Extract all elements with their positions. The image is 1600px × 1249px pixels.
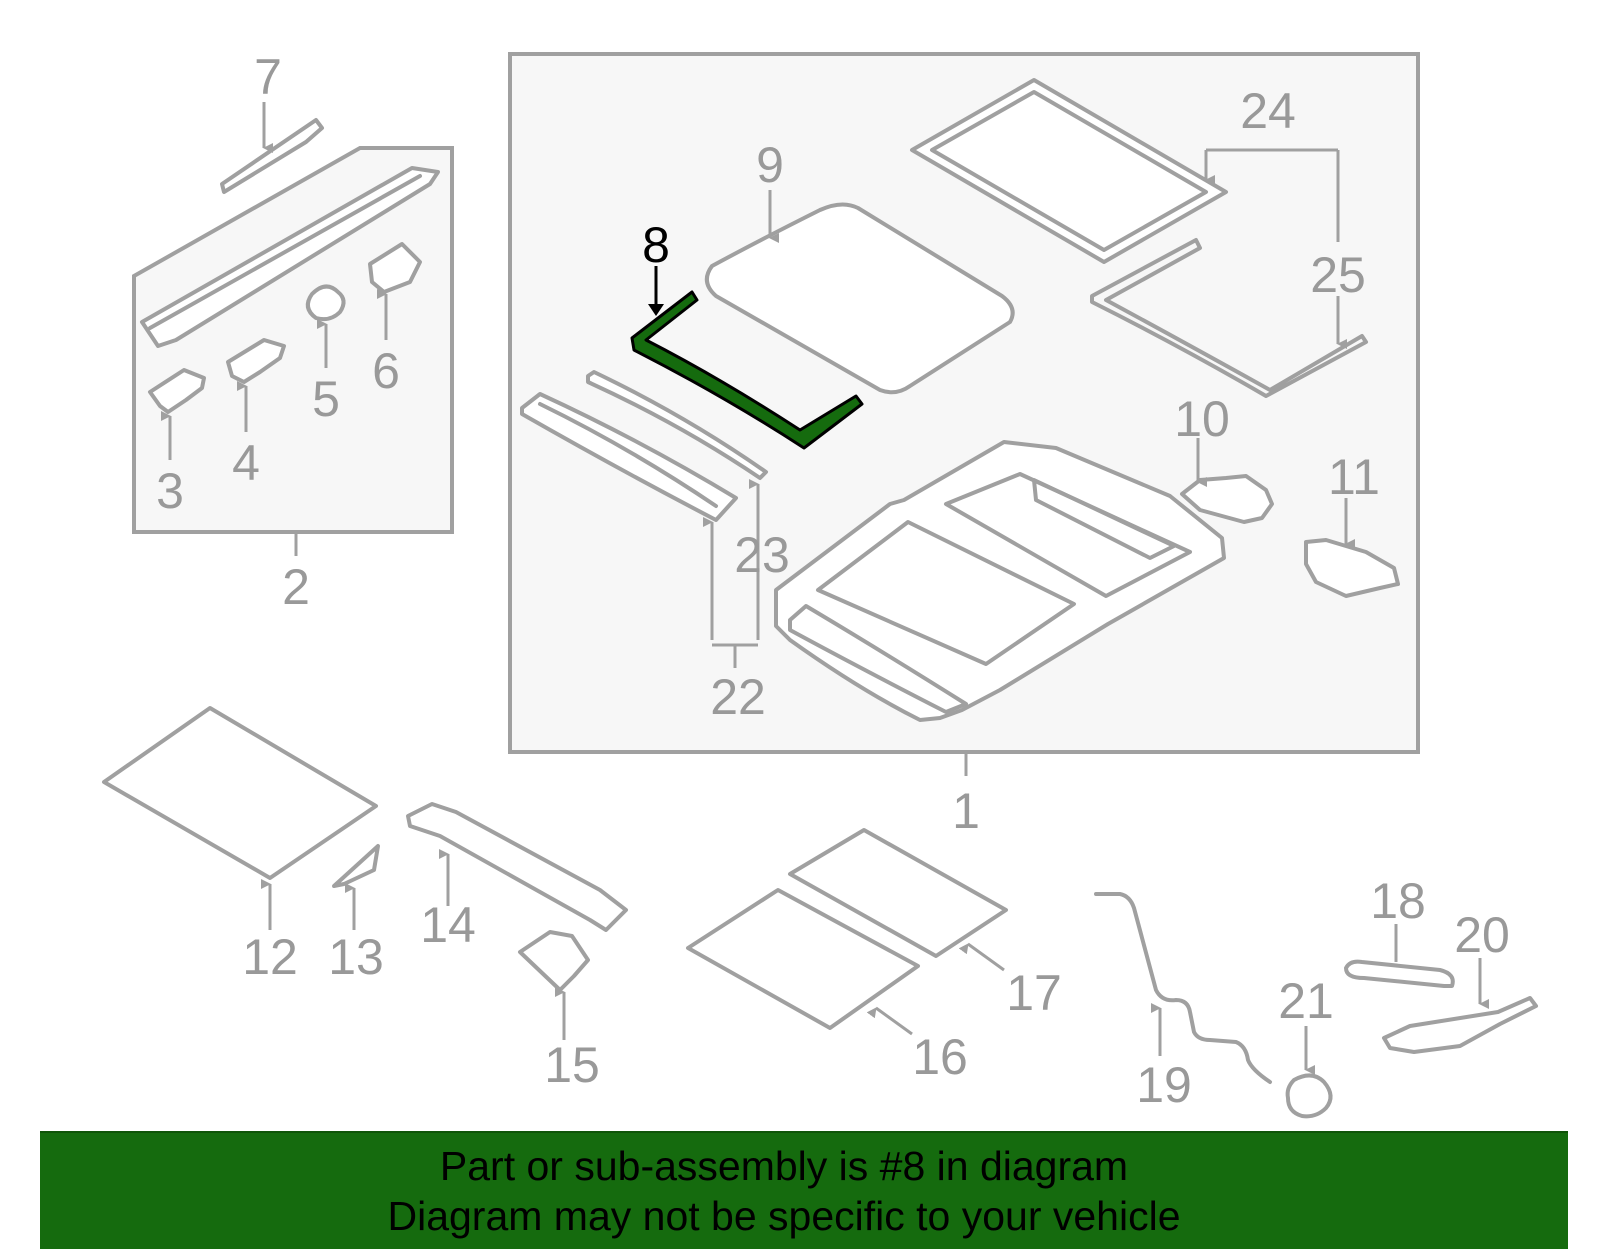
callout-14: 14 xyxy=(420,897,476,953)
part-24-frame[interactable] xyxy=(910,78,1340,264)
callout-20: 20 xyxy=(1454,907,1510,963)
part-3-clip[interactable] xyxy=(148,368,206,460)
callout-7: 7 xyxy=(254,49,282,105)
part-5-grommet[interactable] xyxy=(305,284,346,368)
part-21-grommet[interactable] xyxy=(1285,1026,1333,1119)
callout-15: 15 xyxy=(544,1037,600,1093)
part-4-clip[interactable] xyxy=(226,338,286,432)
group-box-2 xyxy=(132,146,454,556)
callout-18: 18 xyxy=(1370,873,1426,929)
callout-10: 10 xyxy=(1174,391,1230,447)
part-19-drain-hose[interactable] xyxy=(1094,892,1272,1084)
callout-6: 6 xyxy=(372,343,400,399)
callout-3: 3 xyxy=(156,463,184,519)
callout-24: 24 xyxy=(1240,83,1296,139)
part-18-drain-hose[interactable] xyxy=(1344,924,1455,988)
part-20-bracket[interactable] xyxy=(1382,958,1538,1054)
part-8-weatherstrip-highlighted[interactable] xyxy=(630,266,864,450)
part-7-molding-clip[interactable] xyxy=(220,102,324,194)
callout-16: 16 xyxy=(912,1029,968,1085)
part-14-reinforcement[interactable] xyxy=(406,802,628,932)
part-9-glass-panel[interactable] xyxy=(704,190,1015,395)
part-11-drain-bracket[interactable] xyxy=(1304,498,1400,598)
banner-line-disclaimer: Diagram may not be specific to your vehi… xyxy=(387,1193,1181,1239)
part-16-sunshade[interactable] xyxy=(686,888,920,1036)
info-banner: Part or sub-assembly is #8 in diagram Di… xyxy=(40,1131,1568,1249)
callout-9: 9 xyxy=(756,137,784,193)
banner-line-part-number: Part or sub-assembly is #8 in diagram xyxy=(439,1143,1129,1189)
callout-22: 22 xyxy=(710,669,766,725)
callout-25: 25 xyxy=(1310,247,1366,303)
callout-19: 19 xyxy=(1136,1057,1192,1113)
part-23-deflector-seal[interactable] xyxy=(586,370,768,668)
callout-8-highlighted: 8 xyxy=(642,217,670,273)
part-25-seal[interactable] xyxy=(1090,238,1368,398)
callout-11: 11 xyxy=(1328,449,1380,505)
callout-17: 17 xyxy=(1006,965,1062,1021)
part-15-bracket[interactable] xyxy=(518,930,590,1040)
part-6-clip[interactable] xyxy=(368,242,422,340)
part-17-sunshade[interactable] xyxy=(788,828,1008,972)
callout-23: 23 xyxy=(734,527,790,583)
callout-2: 2 xyxy=(282,559,310,615)
callout-1: 1 xyxy=(952,783,980,839)
part-12-headliner[interactable] xyxy=(102,706,378,930)
part-22-wind-deflector[interactable] xyxy=(520,392,738,522)
part-10-motor[interactable] xyxy=(1180,438,1274,524)
callout-5: 5 xyxy=(312,371,340,427)
callout-4: 4 xyxy=(232,435,260,491)
callout-21: 21 xyxy=(1278,973,1334,1029)
callout-13: 13 xyxy=(328,929,384,985)
part-roof-rail-molding[interactable] xyxy=(140,166,440,348)
callout-12: 12 xyxy=(242,929,298,985)
part-13-bracket[interactable] xyxy=(332,844,380,930)
part-1-sunroof-frame[interactable] xyxy=(774,440,1226,722)
